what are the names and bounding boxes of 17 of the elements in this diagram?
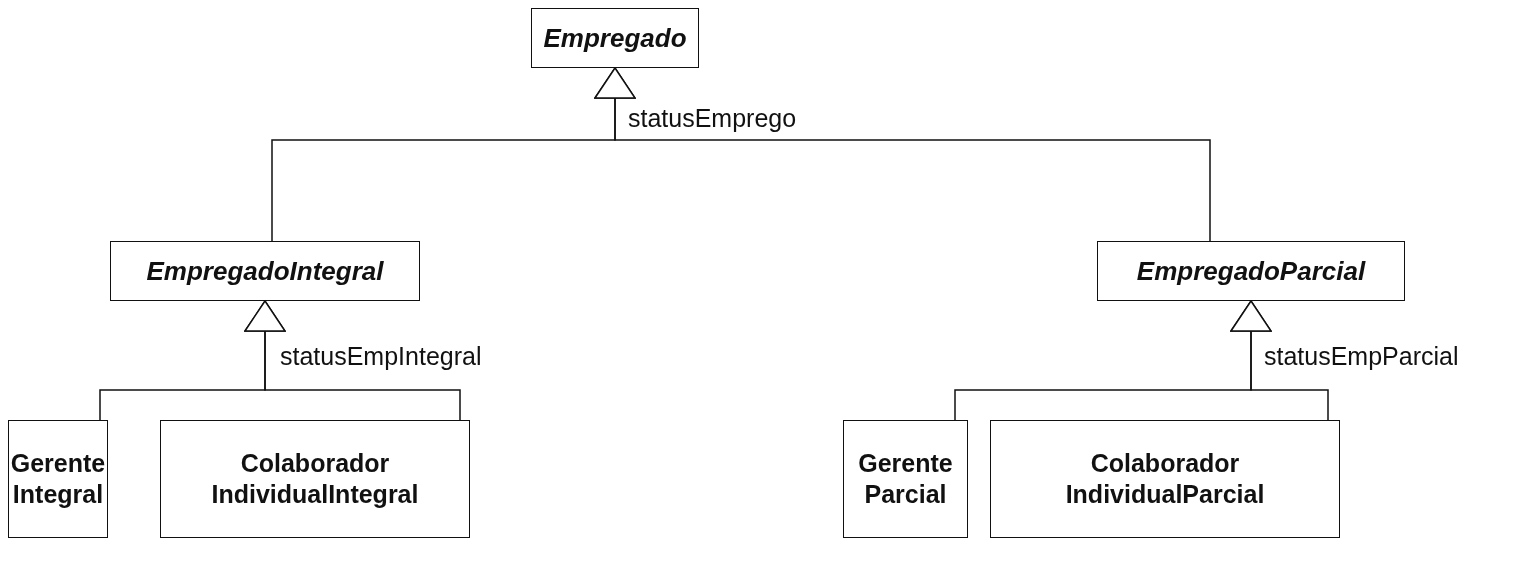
class-box (8, 420, 108, 538)
class-name: EmpregadoParcial (1136, 254, 1366, 288)
class-name: Gerente Parcial (857, 447, 954, 510)
class-box (110, 241, 420, 301)
class-name: Gerente Integral (9, 447, 107, 510)
class-name: Colaborador IndividualParcial (1064, 447, 1266, 510)
class-box (843, 420, 968, 538)
class-box (160, 420, 470, 538)
class-box (1097, 241, 1405, 301)
generalization-arrow (594, 67, 1211, 242)
generalization-arrow (244, 300, 461, 421)
generalization-arrow (1230, 300, 1329, 421)
class-name: Empregado (543, 21, 687, 55)
class-name: EmpregadoIntegral (146, 254, 384, 288)
class-name: Colaborador IndividualIntegral (210, 447, 420, 510)
class-box (531, 8, 699, 68)
class-box (990, 420, 1340, 538)
